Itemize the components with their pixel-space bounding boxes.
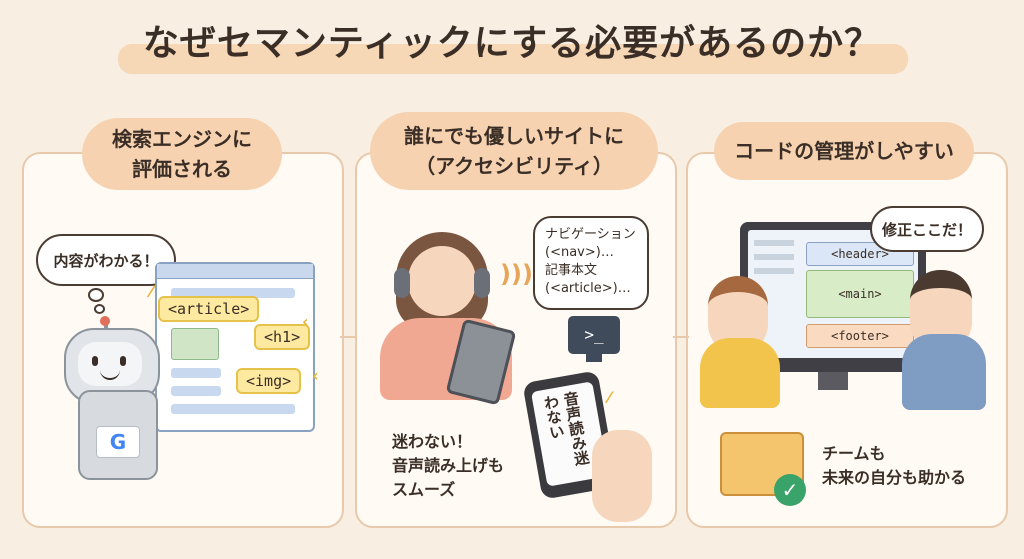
speech-line: ナビゲーション [545,227,636,242]
html-tag-img: <img> [236,368,302,394]
robot-eye [120,356,126,366]
heading-line: コードの管理がしやすい [734,139,954,163]
content-line [171,288,295,298]
speech-line: 記事本文 [545,263,598,278]
panel-connector [340,336,356,338]
caption-accessibility: 迷わない！ 音声読み上げも スムーズ [392,430,504,502]
heading-line: 検索エンジンに [112,127,252,151]
html-tag-h1: <h1> [254,324,311,350]
caption-line: チームも [822,444,886,463]
robot-antenna-tip [100,316,110,326]
person-right-body [902,334,986,410]
code-block-footer: <footer> [806,324,914,348]
robot-body: G [78,390,158,480]
person-face [408,246,476,316]
panel-heading-accessibility: 誰にでも優しいサイトに （アクセシビリティ） [370,112,658,190]
thought-bubble: 内容がわかる！ [36,234,176,286]
content-line [171,368,221,378]
robot-antenna [104,322,108,332]
code-block-main: <main> [806,270,914,318]
person-left-body [700,338,780,408]
sparkle-icon: ‹ [312,366,319,385]
heading-line: 評価される [132,157,232,181]
sparkle-icon: ‹ [302,312,309,331]
sparkle-icon: ⁄ [150,282,153,301]
sidebar-line [754,254,794,260]
phone-text: 音声読み迷わない [540,389,592,467]
html-tag-article: <article> [158,296,260,322]
hand [592,430,652,522]
heading-line: （アクセシビリティ） [415,154,613,178]
terminal-icon: >_ [568,316,620,354]
page-title: なぜセマンティックにする必要があるのか？ [142,23,882,64]
content-line [171,404,295,414]
thought-text: 修正ここだ！ [881,220,972,239]
headphones-icon [474,268,490,298]
robot-face [78,342,142,386]
panel-heading-seo: 検索エンジンに 評価される [82,118,282,190]
thought-text: 内容がわかる！ [53,251,159,270]
caption-line: 迷わない！ [392,432,473,451]
sidebar-line [754,240,794,246]
speech-line: (<article>)… [545,281,631,296]
panel-heading-maintainability: コードの管理がしやすい [714,122,974,180]
caption-maintainability: チームも 未来の自分も助かる [822,442,966,490]
robot-eye [92,356,98,366]
content-line [171,386,221,396]
thought-bubble: 修正ここだ！ [870,206,984,252]
caption-line: 音声読み上げも [392,456,505,475]
browser-toolbar [157,264,313,279]
title-highlight [118,44,908,74]
sidebar-line [754,268,794,274]
monitor-stand [818,372,848,390]
sparkle-icon: ⁄ [608,388,611,407]
robot-mouth [100,370,120,380]
heading-line: 誰にでも優しいサイトに [404,124,624,148]
speech-line: (<nav>)… [545,245,614,260]
caption-line: スムーズ [392,480,456,499]
headphones-icon [394,268,410,298]
sound-waves-icon: ))) [500,260,533,288]
title-wrap: なぜセマンティックにする必要があるのか？ [0,18,1024,70]
panel-connector [673,336,689,338]
google-logo-icon: G [96,426,140,458]
image-placeholder-icon [171,328,219,360]
check-icon: ✓ [774,474,806,506]
speech-bubble: ナビゲーション (<nav>)… 記事本文 (<article>)… [533,216,649,310]
terminal-stand [586,354,602,362]
thought-dot [94,304,105,314]
thought-dot [88,288,104,302]
caption-line: 未来の自分も助かる [822,468,967,487]
